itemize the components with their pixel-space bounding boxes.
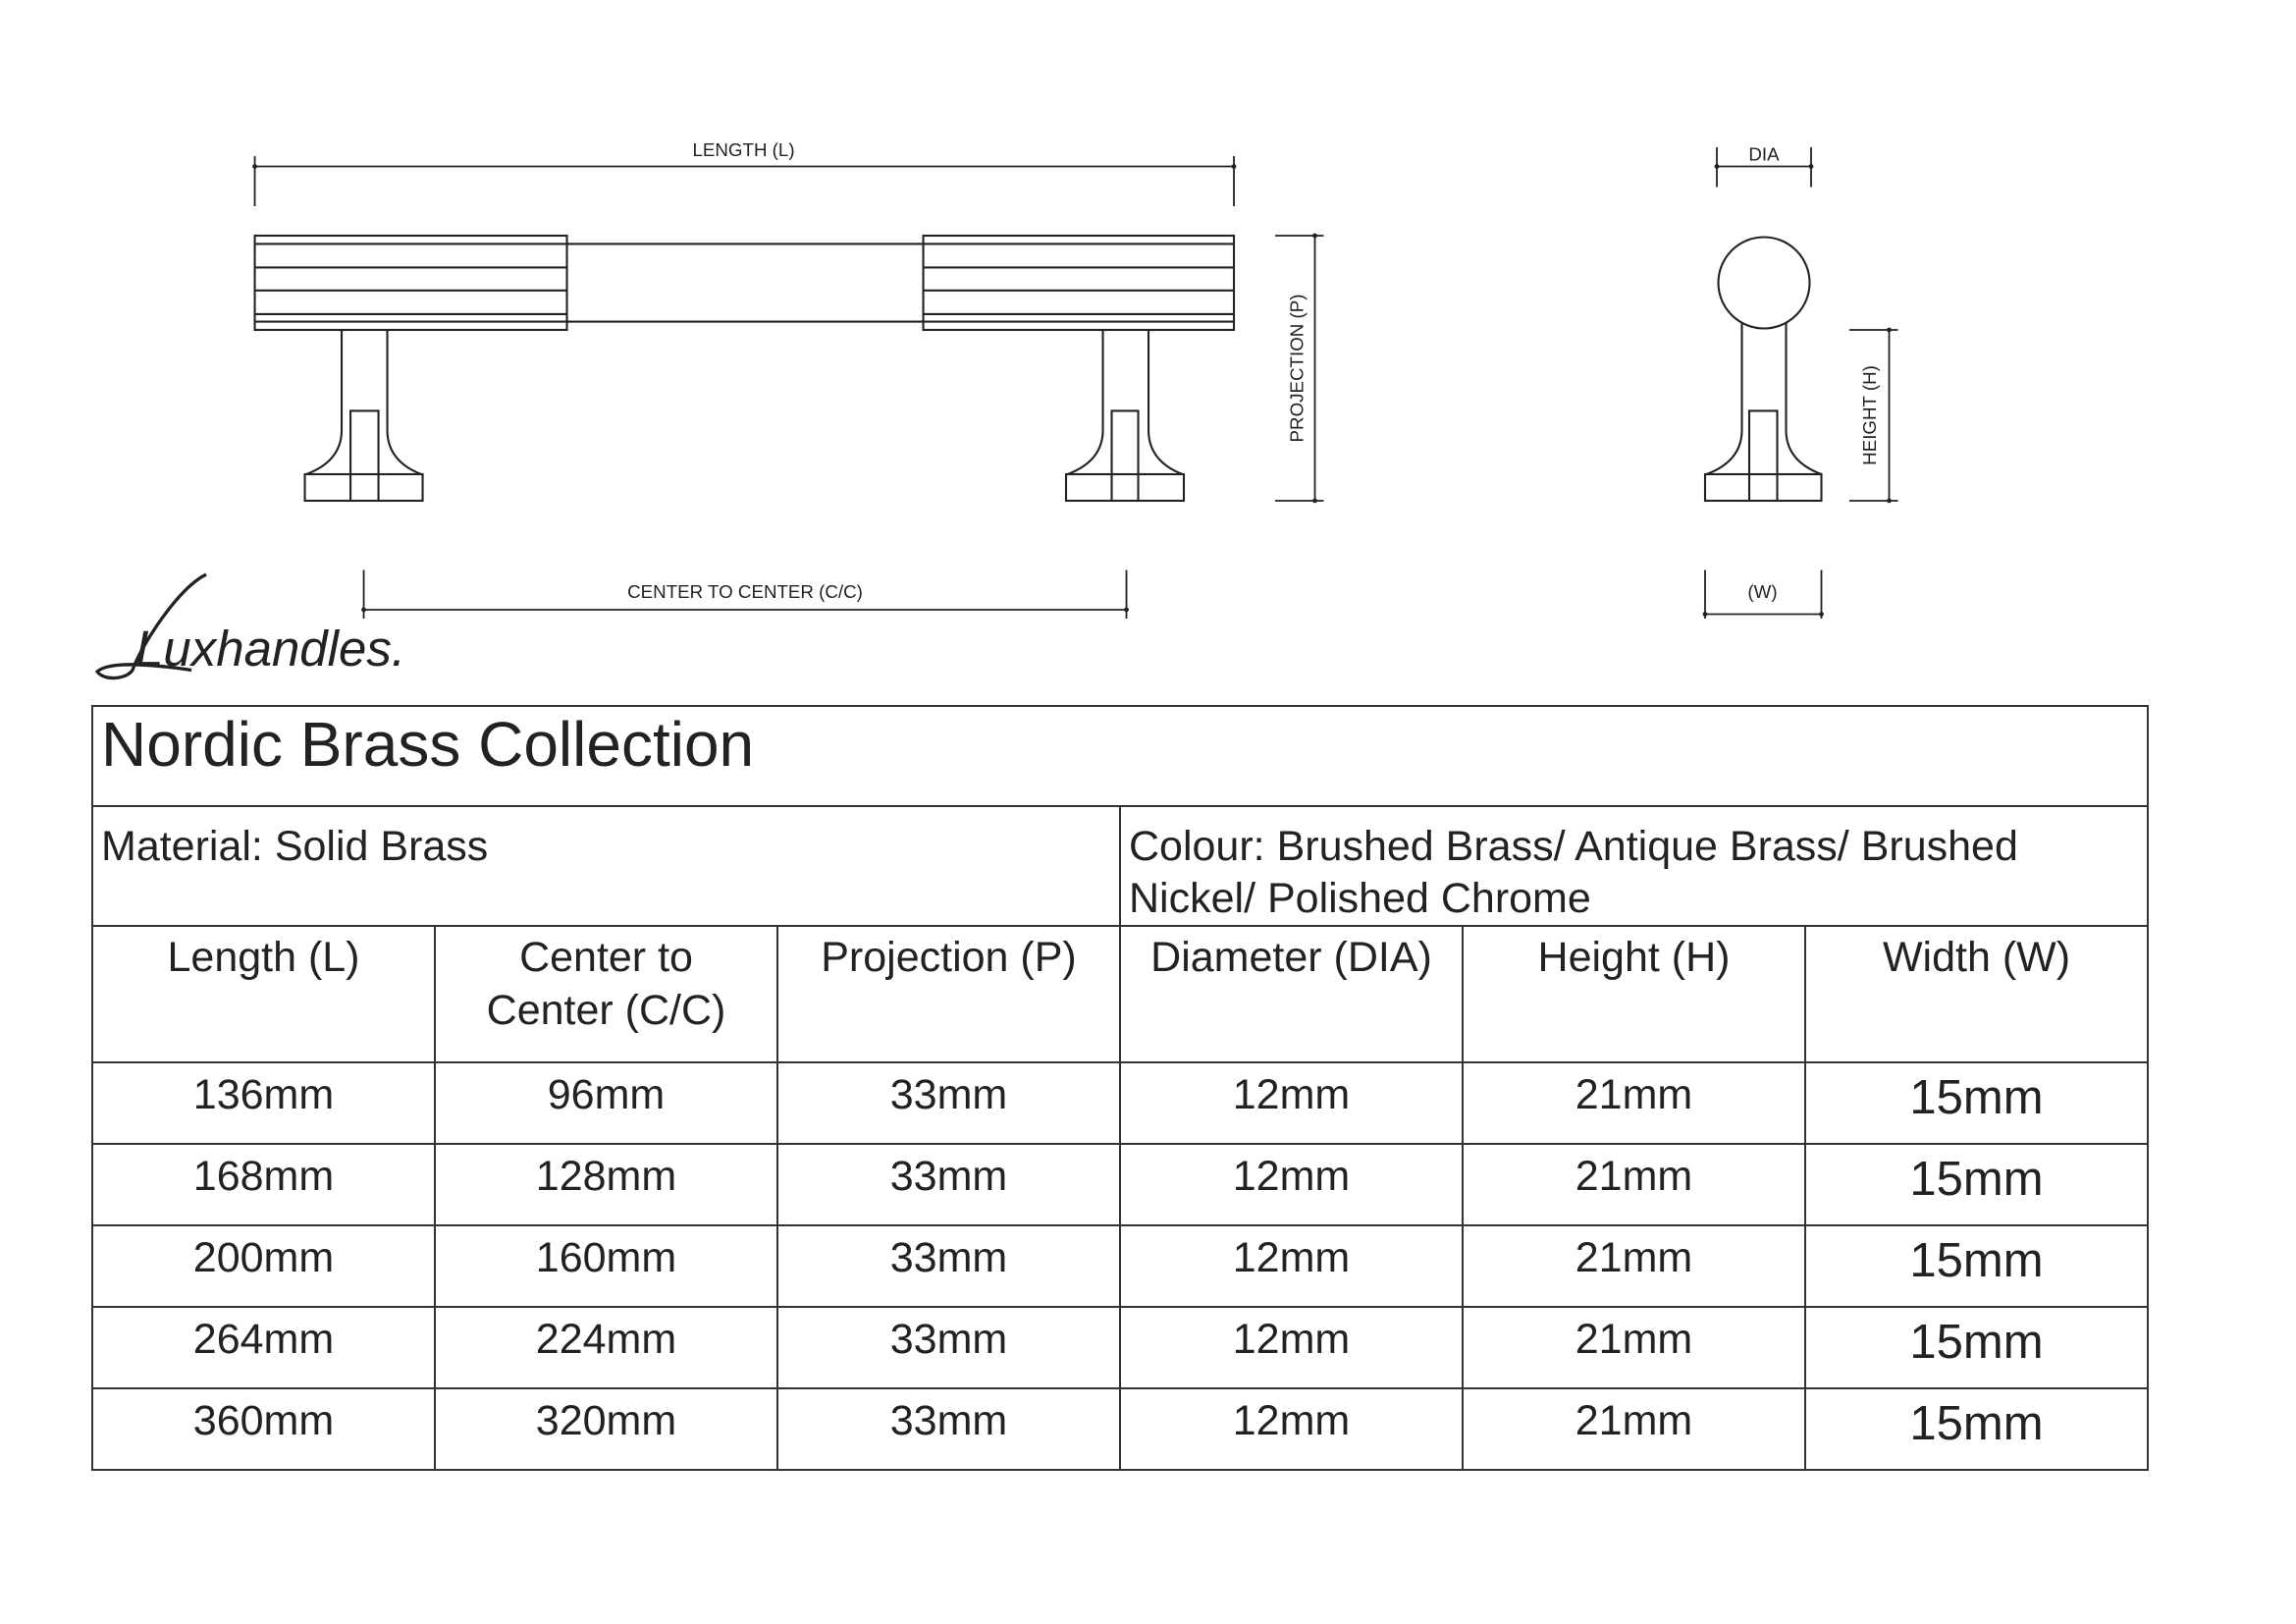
cell-length: 168mm — [91, 1143, 436, 1226]
cell-diameter: 12mm — [1119, 1306, 1464, 1389]
width-dimension: (W) — [1702, 569, 1824, 619]
cell-height: 21mm — [1462, 1387, 1806, 1471]
cell-height: 21mm — [1462, 1061, 1806, 1145]
cell-cc: 320mm — [434, 1387, 778, 1471]
cell-projection: 33mm — [776, 1387, 1121, 1471]
cell-height: 21mm — [1462, 1143, 1806, 1226]
cell-diameter: 12mm — [1119, 1143, 1464, 1226]
collection-title: Nordic Brass Collection — [91, 705, 2149, 807]
cell-height: 21mm — [1462, 1306, 1806, 1389]
cc-label: CENTER TO CENTER (C/C) — [627, 581, 863, 602]
header-height: Height (H) — [1462, 925, 1806, 1063]
material-cell: Material: Solid Brass — [91, 805, 1121, 927]
width-label: (W) — [1747, 581, 1777, 602]
cell-diameter: 12mm — [1119, 1387, 1464, 1471]
cell-cc: 128mm — [434, 1143, 778, 1226]
cell-length: 264mm — [91, 1306, 436, 1389]
cell-projection: 33mm — [776, 1224, 1121, 1308]
cell-width: 15mm — [1804, 1387, 2149, 1471]
header-row: Length (L) Center to Center (C/C) Projec… — [91, 925, 2149, 1063]
colour-cell: Colour: Brushed Brass/ Antique Brass/ Br… — [1119, 805, 2149, 927]
cell-length: 200mm — [91, 1224, 436, 1308]
logo-signature: Luxhandles. — [135, 621, 405, 677]
cell-projection: 33mm — [776, 1306, 1121, 1389]
cell-width: 15mm — [1804, 1224, 2149, 1308]
header-cc: Center to Center (C/C) — [434, 925, 778, 1063]
dia-dimension: DIA — [1714, 143, 1814, 188]
header-projection: Projection (P) — [776, 925, 1121, 1063]
projection-label: PROJECTION (P) — [1287, 295, 1308, 443]
dia-label: DIA — [1748, 143, 1780, 164]
cell-length: 360mm — [91, 1387, 436, 1471]
side-view-handle — [1703, 236, 1823, 503]
cell-diameter: 12mm — [1119, 1224, 1464, 1308]
cell-cc: 160mm — [434, 1224, 778, 1308]
left-leg — [303, 329, 424, 503]
cell-cc: 96mm — [434, 1061, 778, 1145]
right-leg — [1064, 329, 1186, 503]
cell-diameter: 12mm — [1119, 1061, 1464, 1145]
spec-table: Nordic Brass Collection Material: Solid … — [91, 705, 2149, 1471]
cell-length: 136mm — [91, 1061, 436, 1145]
cell-width: 15mm — [1804, 1306, 2149, 1389]
header-length: Length (L) — [91, 925, 436, 1063]
length-dimension: LENGTH (L) — [252, 139, 1237, 206]
cell-cc: 224mm — [434, 1306, 778, 1389]
height-label: HEIGHT (H) — [1859, 365, 1880, 465]
height-dimension: HEIGHT (H) — [1849, 327, 1898, 504]
header-diameter: Diameter (DIA) — [1119, 925, 1464, 1063]
cc-dimension: CENTER TO CENTER (C/C) — [361, 569, 1129, 619]
projection-dimension: PROJECTION (P) — [1275, 233, 1324, 504]
header-width: Width (W) — [1804, 925, 2149, 1063]
cell-width: 15mm — [1804, 1143, 2149, 1226]
cell-projection: 33mm — [776, 1061, 1121, 1145]
length-label: LENGTH (L) — [692, 139, 794, 160]
front-view-handle — [253, 234, 1236, 503]
cell-projection: 33mm — [776, 1143, 1121, 1226]
cell-width: 15mm — [1804, 1061, 2149, 1145]
cell-height: 21mm — [1462, 1224, 1806, 1308]
luxhandles-logo: Luxhandles. — [94, 572, 405, 680]
